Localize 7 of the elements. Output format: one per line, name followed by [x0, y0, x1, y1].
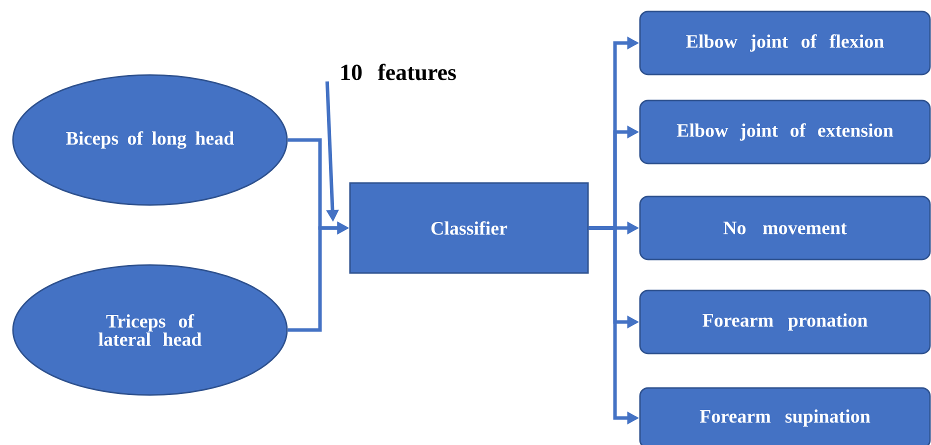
- output-box: No movement: [639, 196, 931, 260]
- process-box: Classifier: [349, 182, 589, 274]
- output-box: Forearm supination: [639, 387, 931, 445]
- output-box: Elbow joint of extension: [639, 100, 931, 164]
- annotation-text: 10 features: [341, 64, 456, 80]
- output-box: Forearm pronation: [639, 290, 931, 354]
- output-box: Elbow joint of flexion: [639, 10, 931, 76]
